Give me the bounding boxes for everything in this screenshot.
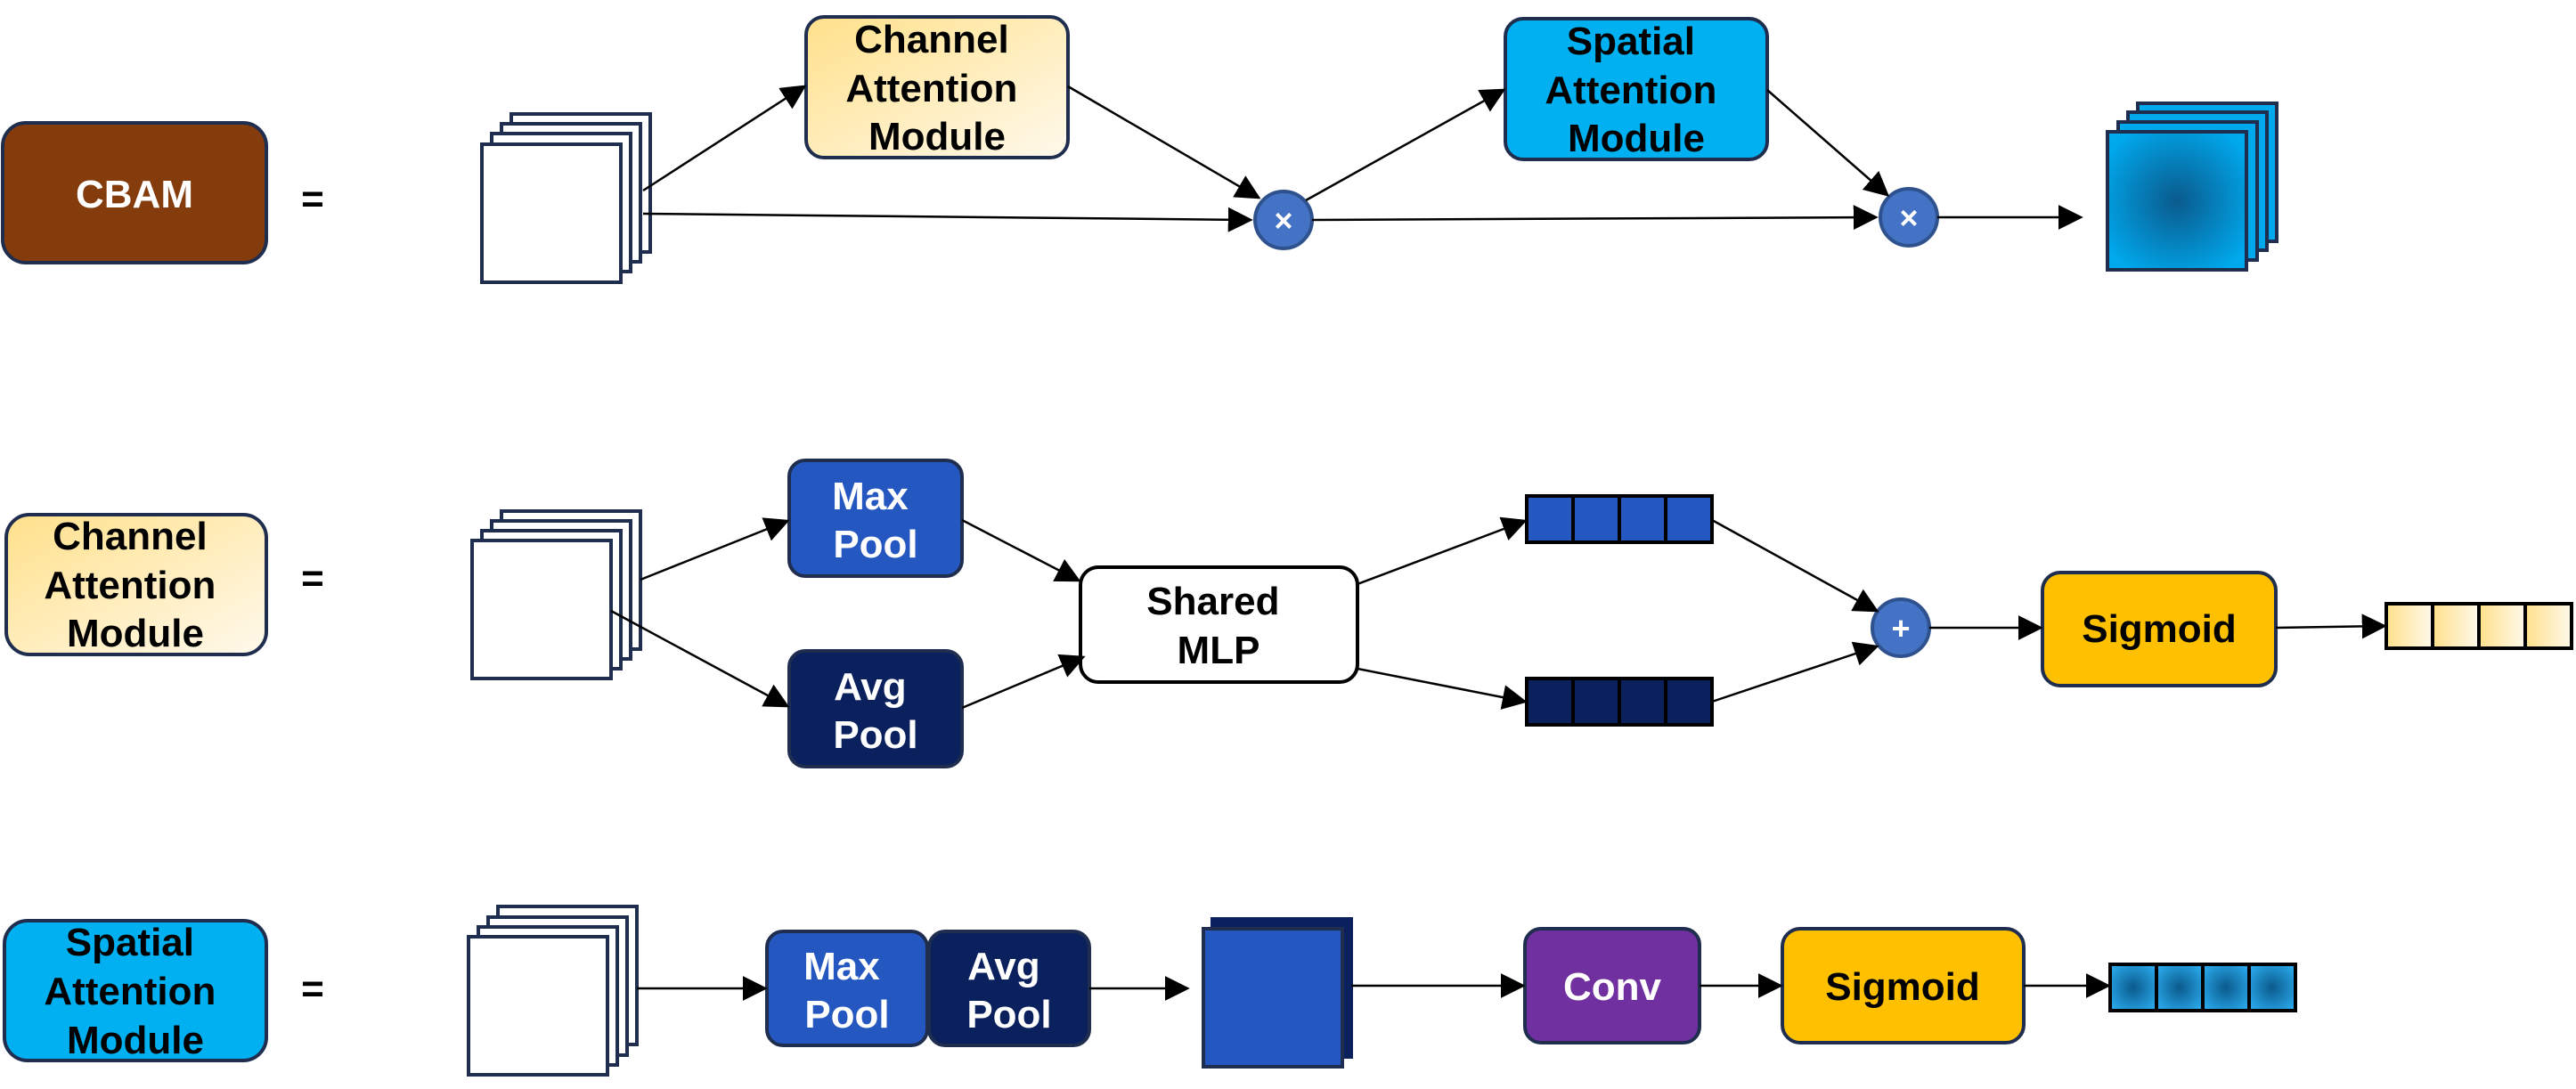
cbam-arrows <box>642 85 2083 232</box>
cbam-multiply-1-symbol: × <box>1274 202 1292 239</box>
channel-attention-equals: = <box>301 557 324 600</box>
cbam-channel-attention-label: Channel Attention Module <box>845 18 1028 158</box>
cbam-equals: = <box>301 177 324 221</box>
channel-avg-pool-label: Avg Pool <box>833 665 917 757</box>
spatial-pooled-feature-map <box>1202 917 1353 1069</box>
cbam-multiply-2-symbol: × <box>1899 199 1918 236</box>
spatial-avg-pool-label: Avg Pool <box>966 945 1051 1036</box>
spatial-attention-row: Spatial Attention Module = Max Pool Avg … <box>3 905 2297 1077</box>
cbam-row: CBAM = Channel Attention Module Spatial … <box>1 15 2278 284</box>
channel-output-vector <box>2384 602 2573 650</box>
shared-mlp-label: Shared MLP <box>1146 580 1290 672</box>
channel-sigmoid-label: Sigmoid <box>2082 607 2237 651</box>
channel-max-vector <box>1525 494 1714 544</box>
spatial-attention-equals: = <box>301 967 324 1011</box>
cbam-output-feature-stack <box>2106 102 2278 272</box>
channel-avg-vector <box>1525 677 1714 727</box>
channel-attention-label: Channel Attention Module <box>44 515 226 655</box>
cbam-input-feature-stack <box>480 112 652 284</box>
cbam-label-box <box>1 121 268 264</box>
spatial-arrows <box>637 973 2111 1001</box>
spatial-input-feature-stack <box>467 905 639 1077</box>
cbam-label: CBAM <box>76 173 193 216</box>
spatial-max-pool-label: Max Pool <box>803 945 891 1036</box>
channel-attention-row: Channel Attention Module = Max Pool Avg … <box>4 459 2573 768</box>
channel-arrows <box>610 516 2387 710</box>
shared-mlp-box <box>1079 565 1359 684</box>
channel-max-pool-label: Max Pool <box>832 475 919 566</box>
cbam-spatial-attention-label: Spatial Attention Module <box>1545 20 1727 160</box>
channel-attention-label-box <box>4 513 268 656</box>
spatial-attention-label: Spatial Attention Module <box>44 921 226 1062</box>
channel-input-feature-stack <box>470 509 642 680</box>
channel-avg-pool-box <box>787 649 964 768</box>
spatial-conv-label: Conv <box>1563 965 1662 1009</box>
spatial-output-map <box>2108 963 2297 1012</box>
spatial-attention-label-box <box>3 919 268 1062</box>
channel-add-symbol: + <box>1891 610 1910 646</box>
spatial-sigmoid-label: Sigmoid <box>1825 965 1980 1009</box>
